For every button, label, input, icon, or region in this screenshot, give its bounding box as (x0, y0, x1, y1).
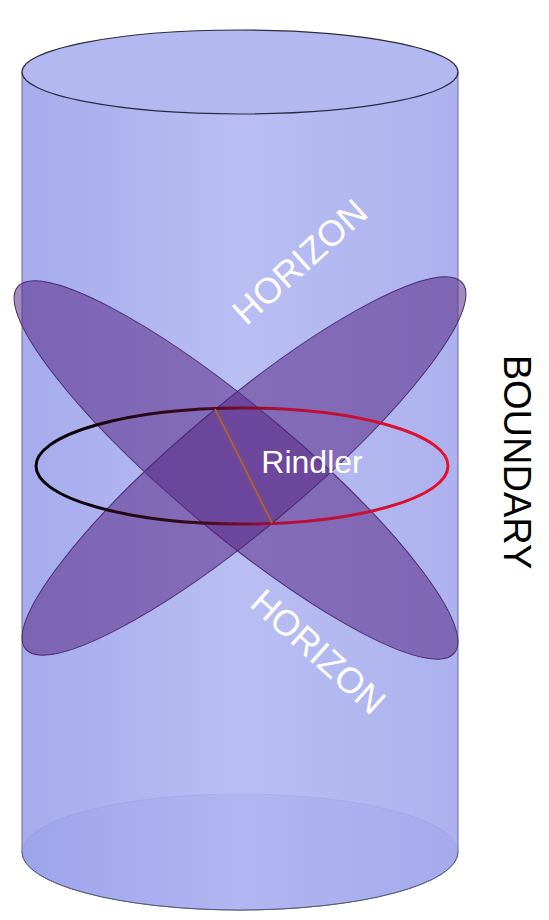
boundary-label: BOUNDARY (498, 355, 536, 570)
cylinder-bottom-rim (22, 852, 458, 910)
cylinder-top (22, 30, 458, 114)
boundary-time-slice (36, 408, 448, 524)
region-label: Rindler (261, 446, 362, 478)
